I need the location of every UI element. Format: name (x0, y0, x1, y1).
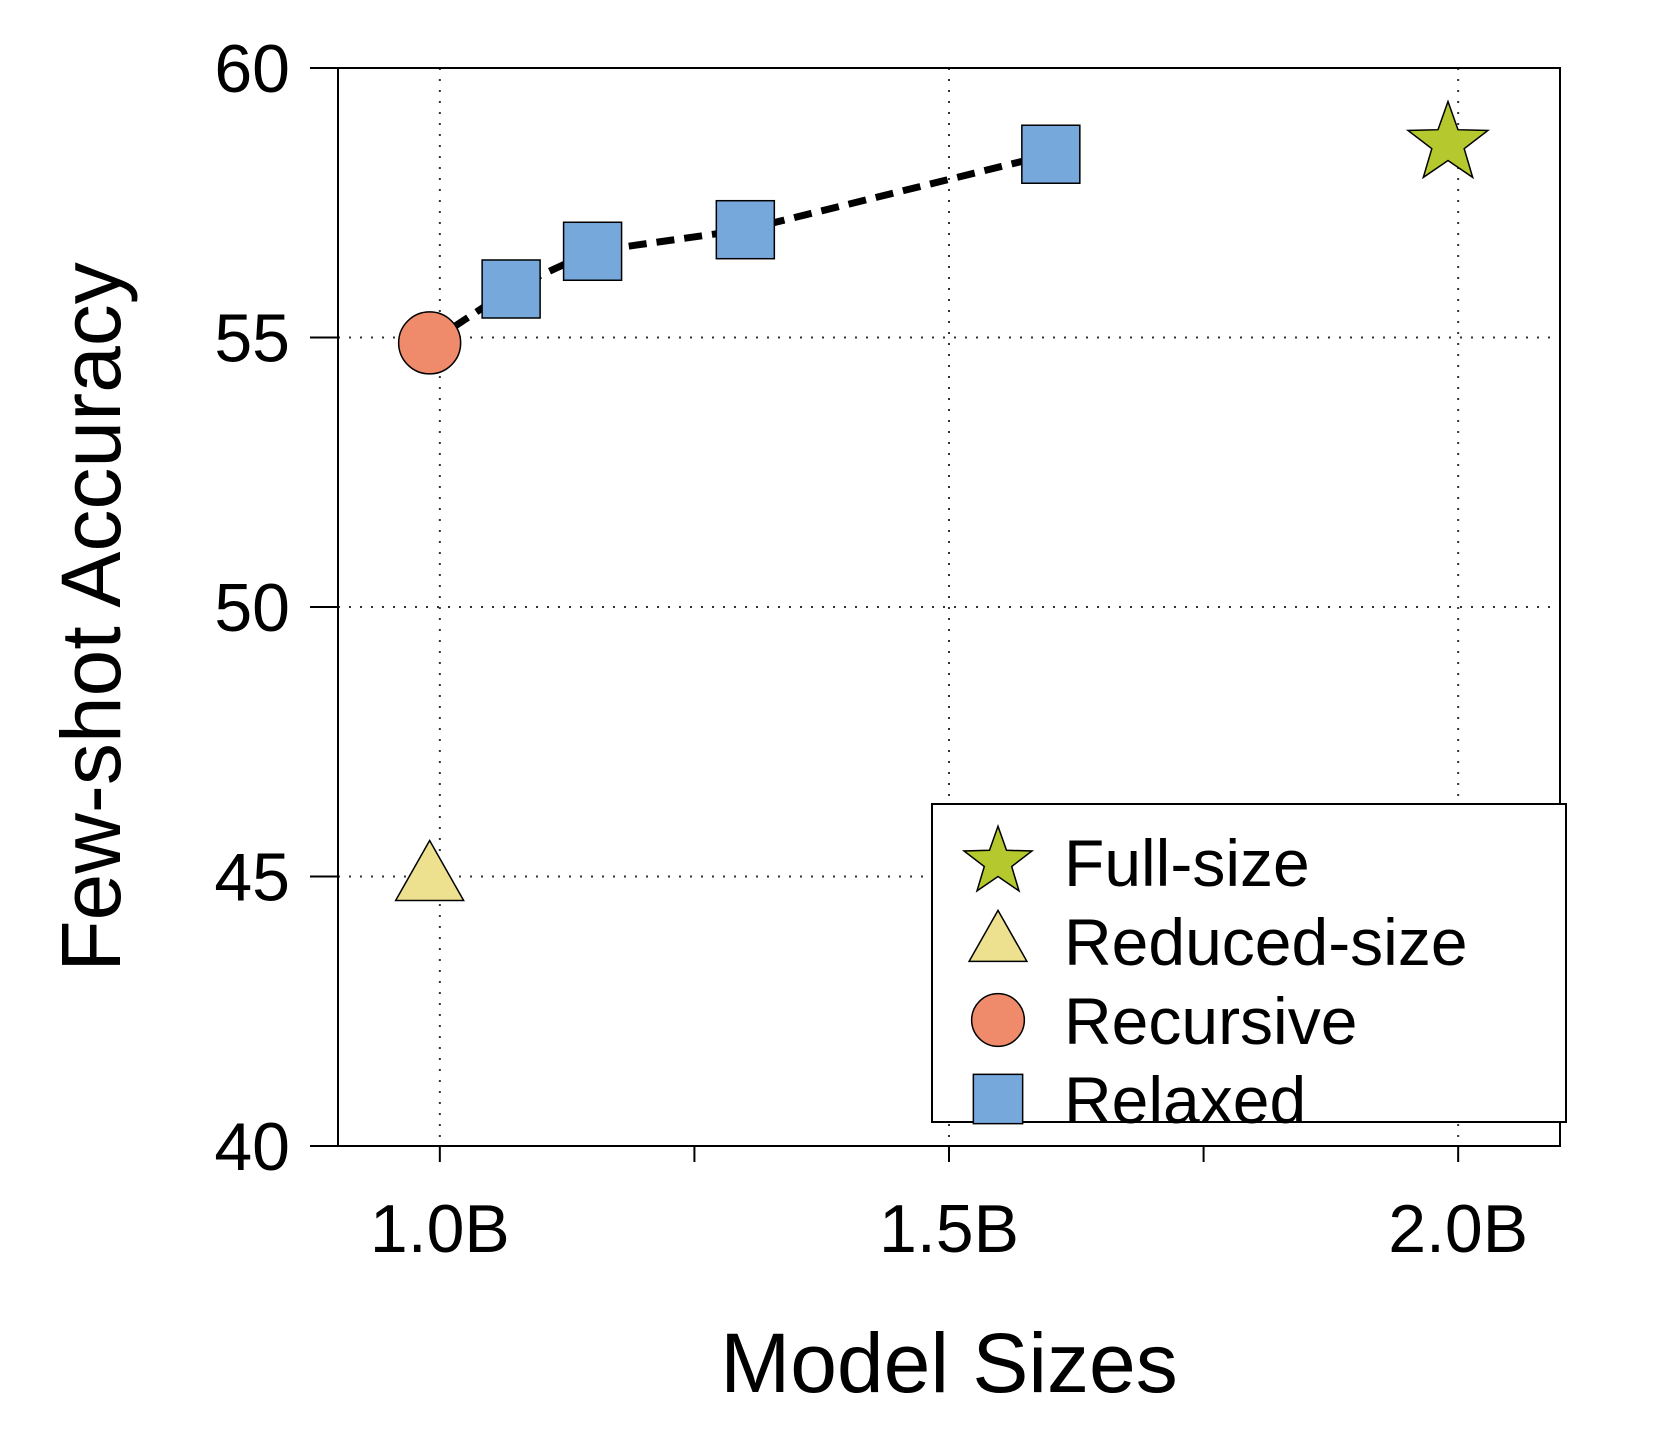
grid-lines (338, 68, 1560, 1146)
y-axis-title: Few-shot Accuracy (44, 262, 138, 972)
y-tick-label: 55 (214, 301, 290, 377)
axis-ticks (310, 67, 1460, 1162)
x-tick-label: 2.0B (1388, 1191, 1528, 1267)
legend-box (931, 803, 1567, 1123)
legend-relaxed-icon (972, 1073, 1024, 1125)
reduced-size-marker (394, 838, 465, 902)
y-tick-label: 45 (214, 840, 290, 916)
legend-label-relaxed: Relaxed (1064, 1063, 1306, 1137)
y-tick-label: 40 (214, 1109, 290, 1185)
legend-label-recursive: Recursive (1064, 984, 1357, 1058)
legend-full-size-icon (961, 824, 1035, 893)
x-tick-label: 1.0B (370, 1191, 510, 1267)
legend-reduced-size-icon (967, 908, 1029, 963)
relaxed-marker (1021, 124, 1081, 184)
tick-labels: 1.0B 1.5B 2.0B 40 45 50 55 60 (214, 31, 1528, 1267)
data-markers (394, 99, 1491, 902)
legend-label-reduced-size: Reduced-size (1064, 905, 1468, 979)
x-tick-label: 1.5B (879, 1191, 1019, 1267)
relaxed-marker (562, 221, 623, 282)
legend-recursive-icon (970, 992, 1026, 1048)
relaxed-marker (481, 259, 541, 319)
y-tick-label: 60 (214, 31, 290, 107)
x-axis-title: Model Sizes (720, 1316, 1178, 1410)
recursive-marker (397, 311, 462, 375)
full-size-marker (1405, 99, 1491, 180)
legend-label-full-size: Full-size (1064, 826, 1310, 900)
relaxed-marker (715, 199, 776, 260)
y-tick-label: 50 (214, 570, 290, 646)
